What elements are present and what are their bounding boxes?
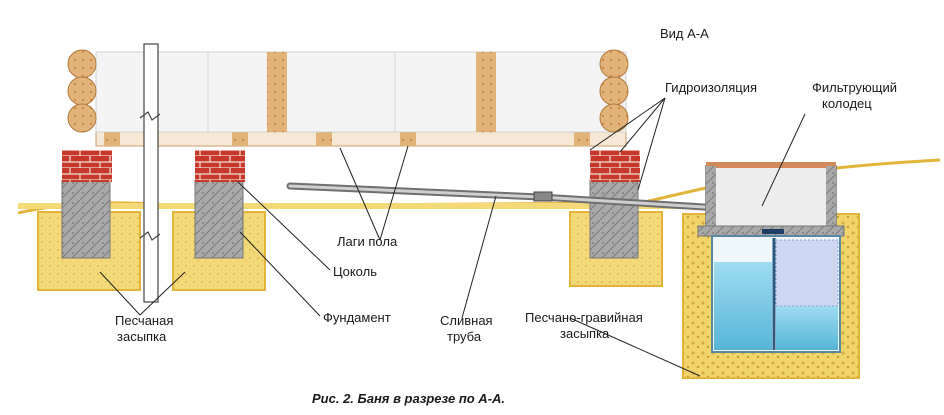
foundation-middle — [194, 179, 244, 259]
label-sand-fill-line2: засыпка — [117, 329, 167, 344]
foundation-left — [61, 179, 111, 259]
wall-post-2 — [476, 52, 496, 132]
label-filter-well-line2: колодец — [822, 96, 872, 111]
filter-well-inlet — [762, 229, 784, 234]
vertical-pipe — [143, 43, 159, 303]
floor-joist-2 — [232, 132, 248, 146]
label-foundation: Фундамент — [323, 310, 391, 325]
drain-pipe-joint — [533, 191, 553, 202]
leader-lines — [99, 97, 806, 377]
label-gravel-fill-line2: засыпка — [560, 326, 610, 341]
filter-well-water-right — [776, 306, 838, 350]
filter-well-wall-left — [706, 166, 716, 228]
figure-caption: Рис. 2. Баня в разрезе по А-А. — [312, 391, 505, 406]
floor-joist-3 — [316, 132, 332, 146]
filter-well-water-left — [714, 262, 772, 350]
filter-well-top-ring — [705, 165, 837, 229]
break-mark — [139, 111, 161, 121]
label-gravel-fill-line1: Песчано-гравийная — [525, 310, 643, 325]
filter-well-wall-right — [826, 166, 836, 228]
floor-joist-5 — [574, 132, 590, 146]
plinth-middle — [195, 150, 245, 182]
break-mark — [139, 231, 161, 241]
floor-joist-1 — [104, 132, 120, 146]
floor-beam — [95, 131, 627, 147]
plinth-left — [62, 150, 112, 182]
label-plinth: Цоколь — [333, 264, 377, 279]
log-ends-right — [599, 49, 629, 133]
foundation-right — [589, 179, 639, 259]
ground-strip — [18, 203, 683, 209]
filter-well-lid — [706, 162, 836, 168]
view-title: Вид А-А — [660, 26, 709, 41]
label-floor-joists: Лаги пола — [337, 234, 398, 249]
label-waterproofing: Гидроизоляция — [665, 80, 757, 95]
label-sand-fill-line1: Песчаная — [115, 313, 173, 328]
label-drain-pipe-line2: труба — [447, 329, 482, 344]
plinth-right — [590, 150, 640, 182]
label-filter-well-line1: Фильтрующий — [812, 80, 897, 95]
log-ends-left — [67, 49, 97, 133]
wall-post-1 — [267, 52, 287, 132]
filter-well-screen — [775, 239, 839, 307]
label-drain-pipe-line1: Сливная — [440, 313, 493, 328]
wall-panel — [95, 51, 627, 133]
floor-joist-4 — [400, 132, 416, 146]
